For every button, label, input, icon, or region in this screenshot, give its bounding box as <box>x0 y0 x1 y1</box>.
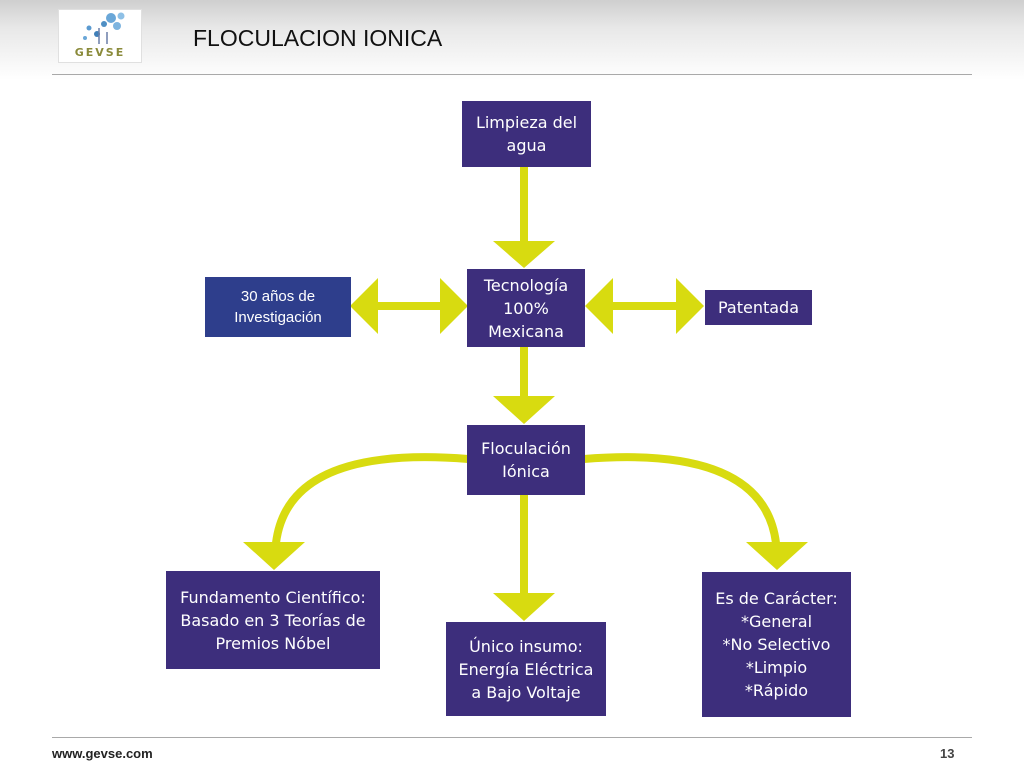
connector-tecnologia-floculacion <box>520 347 528 397</box>
node-limpieza: Limpieza del agua <box>462 101 591 167</box>
node-tecnologia: Tecnología 100% Mexicana <box>467 269 585 347</box>
logo-bubbles-icon <box>83 12 125 44</box>
node-patentada: Patentada <box>705 290 812 325</box>
arrowhead-down-floculacion <box>493 396 555 424</box>
logo-text: GEVSE <box>74 46 126 59</box>
footer-divider <box>52 737 972 738</box>
node-fundamento: Fundamento Científico: Basado en 3 Teorí… <box>166 571 380 669</box>
curve-floculacion-fundamento <box>272 453 469 544</box>
curve-floculacion-caracter <box>583 453 780 544</box>
node-investigacion: 30 años de Investigación <box>205 277 351 337</box>
header-background <box>0 0 1024 80</box>
node-floculacion: Floculación Iónica <box>467 425 585 495</box>
connector-right <box>612 302 676 310</box>
arrowhead-down-caracter <box>746 542 808 570</box>
arrowhead-down-insumo <box>493 593 555 621</box>
arrowhead-down-fundamento <box>243 542 305 570</box>
arrowhead-right-tecnologia-left <box>440 278 468 334</box>
node-insumo: Único insumo: Energía Eléctrica a Bajo V… <box>446 622 606 716</box>
node-caracter: Es de Carácter: *General *No Selectivo *… <box>702 572 851 717</box>
connector-limpieza-tecnologia <box>520 166 528 242</box>
connector-left <box>377 302 441 310</box>
connector-floculacion-insumo <box>520 494 528 594</box>
arrowhead-left-tecnologia-right <box>585 278 613 334</box>
gevse-logo: GEVSE <box>58 9 142 63</box>
arrowhead-left-investigacion <box>350 278 378 334</box>
page-number: 13 <box>940 746 955 761</box>
footer-url: www.gevse.com <box>52 746 153 761</box>
page-title: FLOCULACION IONICA <box>193 25 443 51</box>
arrowhead-right-patentada <box>676 278 704 334</box>
header-divider <box>52 74 972 75</box>
arrowhead-down-tecnologia <box>493 241 555 268</box>
